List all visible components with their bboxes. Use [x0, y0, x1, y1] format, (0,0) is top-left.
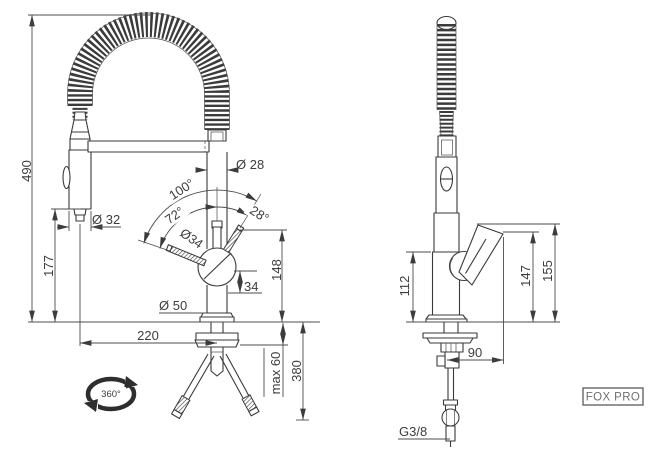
- dim-overall-height: 490: [19, 160, 34, 182]
- brand-box: FOX PRO: [582, 387, 644, 406]
- base-flange: [200, 312, 234, 318]
- hand-spray: [62, 111, 92, 222]
- front-dimensions: [28, 14, 309, 421]
- spring-coil-vertical: [436, 15, 457, 137]
- dim-reach: 220: [137, 328, 159, 343]
- hose-nut: [441, 408, 460, 427]
- dim-overall-side-height: 155: [540, 260, 555, 282]
- dim-max-deck-thickness: max 60: [268, 352, 283, 395]
- dim-body-height: 112: [397, 276, 412, 297]
- dim-spray-head-diameter: Ø 32: [92, 212, 120, 227]
- mounting-hardware: [194, 322, 240, 377]
- rotation-arrow-icon: [84, 399, 98, 412]
- dim-base-diameter: Ø 50: [159, 298, 187, 313]
- dim-supply-thread: G3/8: [399, 424, 427, 439]
- spring-coil-arch: [67, 12, 230, 130]
- front-view: 360°: [19, 12, 320, 421]
- dim-handle-top-height: 147: [518, 265, 533, 287]
- base-flange-side: [425, 314, 467, 320]
- handle-lever-open-position: [165, 244, 207, 267]
- handle-lever-side: [458, 224, 504, 286]
- dim-spray-outlet-height: 177: [41, 255, 56, 277]
- spray-button: [62, 165, 71, 190]
- brand-label: FOX PRO: [586, 392, 641, 404]
- dim-handle-diameter: Ø34: [177, 225, 206, 251]
- dim-column-diameter: Ø 28: [236, 157, 264, 172]
- supply-hose-side: [441, 368, 460, 447]
- dim-handle-reach: 90: [468, 345, 482, 360]
- handle-lever-neutral: [211, 220, 223, 253]
- side-dimensions: [398, 223, 560, 440]
- ball-joint: [197, 247, 237, 287]
- dim-outlet-offset: 34: [244, 279, 258, 294]
- side-view: 112 147 155 90 G3/8: [397, 15, 560, 447]
- dim-swivel-angle: 360°: [101, 389, 121, 400]
- dim-hose-drop: 380: [289, 360, 304, 382]
- spout-arm: [87, 140, 210, 153]
- rotation-arrow-icon: [124, 376, 138, 389]
- swivel-symbol: 360°: [84, 376, 138, 412]
- side-body: [425, 135, 468, 323]
- supply-hoses: [171, 353, 260, 420]
- spray-aerator: [75, 214, 85, 222]
- dim-outlet-height: 148: [269, 259, 284, 281]
